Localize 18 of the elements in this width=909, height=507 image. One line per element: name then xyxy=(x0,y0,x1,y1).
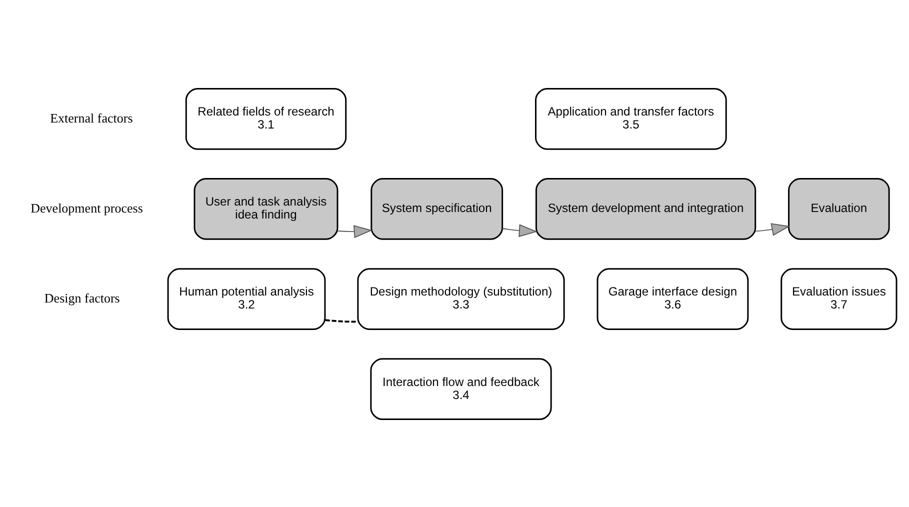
node-box: Interaction flow and feedback 3.4 xyxy=(370,358,552,420)
node-box: Application and transfer factors 3.5 xyxy=(535,87,727,150)
arrow xyxy=(755,222,790,236)
node-box: System development and integration xyxy=(535,178,756,240)
node-box: User and task analysis idea finding xyxy=(194,178,338,240)
node-box: Human potential analysis 3.2 xyxy=(167,268,326,330)
arrow xyxy=(502,224,538,237)
node-box: Evaluation xyxy=(788,178,890,240)
node-box: System specification xyxy=(370,178,504,240)
label: Development process xyxy=(30,200,143,215)
label: External factors xyxy=(50,110,133,125)
arrow xyxy=(337,224,372,238)
node-box: Evaluation issues 3.7 xyxy=(780,268,898,330)
node-box: Design methodology (substitution) 3.3 xyxy=(357,268,565,330)
node-box: Garage interface design 3.6 xyxy=(596,268,749,330)
node-box: Related fields of research 3.1 xyxy=(185,87,347,150)
label: Design factors xyxy=(44,290,120,305)
connector xyxy=(325,318,358,322)
